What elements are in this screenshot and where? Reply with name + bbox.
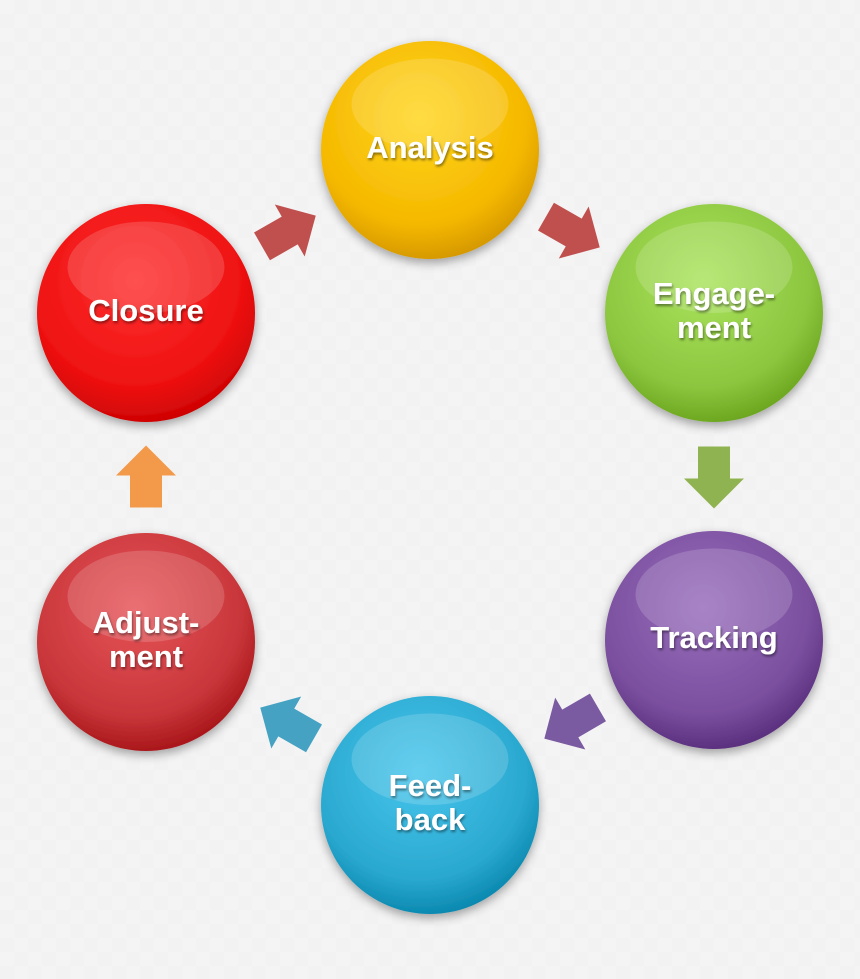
node-engagement: Engage-ment <box>605 204 823 422</box>
node-circle <box>321 696 539 914</box>
node-label-adjustment-line-1: ment <box>109 639 183 674</box>
node-circle <box>37 533 255 751</box>
node-circle <box>605 204 823 422</box>
node-tracking: Tracking <box>605 531 823 749</box>
node-gloss <box>67 550 225 642</box>
arrow-shape <box>544 693 606 750</box>
arrow-adjustment-to-closure <box>116 445 176 508</box>
node-feedback: Feed-back <box>321 696 539 914</box>
arrows-layer <box>116 202 744 753</box>
node-closure: Closure <box>37 204 255 422</box>
node-circle <box>605 531 823 749</box>
node-gloss <box>67 221 225 313</box>
arrow-feedback-to-adjustment <box>260 696 322 753</box>
arrow-shape <box>684 446 744 509</box>
node-circle <box>321 41 539 259</box>
node-gloss <box>351 58 509 150</box>
node-gloss <box>635 548 793 640</box>
node-label-feedback-line-0: Feed- <box>389 768 472 803</box>
nodes-layer: AnalysisEngage-mentTrackingFeed-backAdju… <box>37 41 823 914</box>
node-label-closure-line-0: Closure <box>88 293 203 328</box>
node-adjustment: Adjust-ment <box>37 533 255 751</box>
arrow-closure-to-analysis <box>254 204 316 261</box>
node-label-engagement-line-0: Engage- <box>653 276 775 311</box>
arrow-shape <box>538 202 600 259</box>
node-label-feedback-line-1: back <box>395 802 466 837</box>
arrow-tracking-to-feedback <box>544 693 606 750</box>
node-circle <box>37 204 255 422</box>
node-label-analysis-line-0: Analysis <box>366 130 494 165</box>
arrow-analysis-to-engagement <box>538 202 600 259</box>
node-analysis: Analysis <box>321 41 539 259</box>
arrow-shape <box>116 445 176 508</box>
node-label-tracking-line-0: Tracking <box>650 620 778 655</box>
arrow-engagement-to-tracking <box>684 446 744 509</box>
node-gloss <box>351 713 509 805</box>
arrow-shape <box>254 204 316 261</box>
arrow-shape <box>260 696 322 753</box>
node-label-adjustment-line-0: Adjust- <box>93 605 200 640</box>
node-label-engagement-line-1: ment <box>677 310 751 345</box>
node-gloss <box>635 221 793 313</box>
